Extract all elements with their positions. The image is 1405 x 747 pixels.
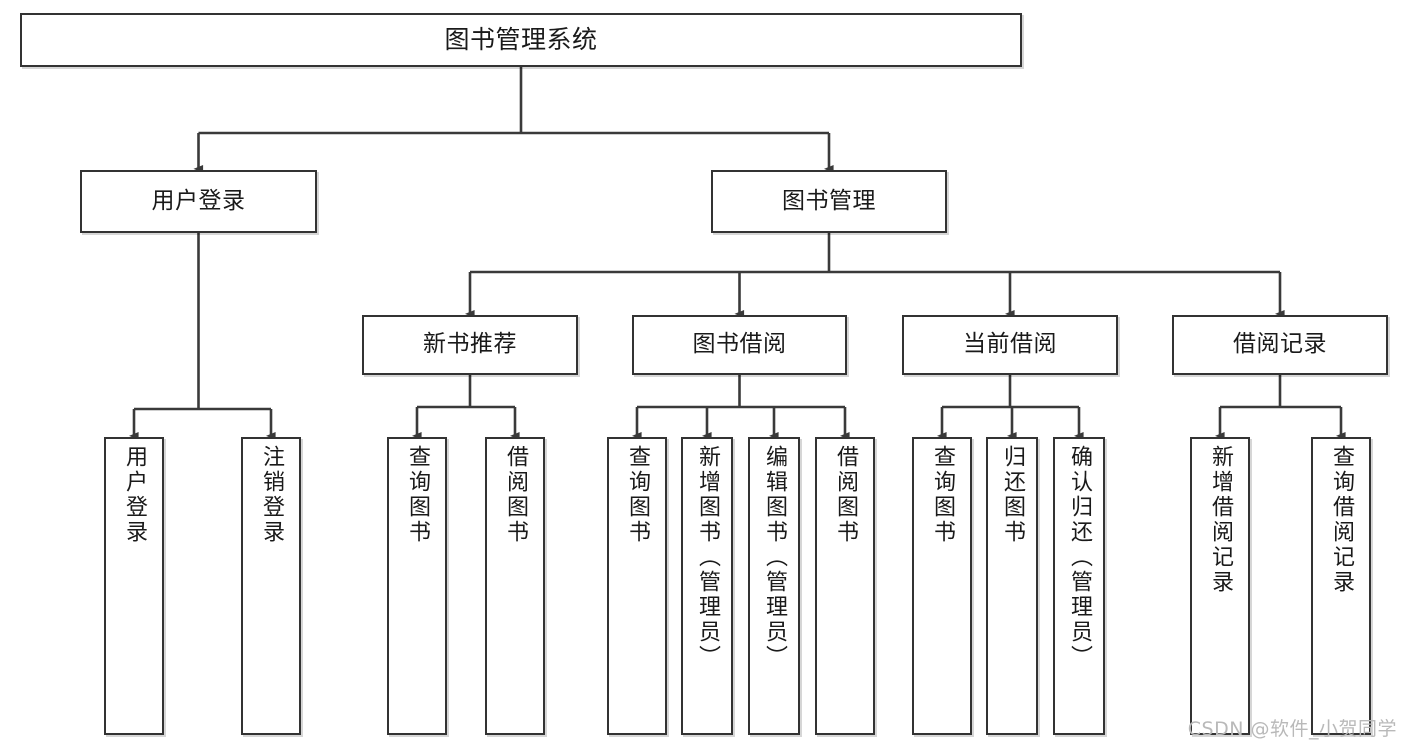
node-label-user-login: 用户登录 [151,187,246,214]
node-borrow-record[interactable]: 借阅记录 [1172,315,1388,375]
node-root[interactable]: 图书管理系统 [20,13,1022,67]
node-label-leaf-user-login: 用户登录 [122,445,147,545]
node-label-leaf-rec-borrow: 借阅图书 [503,445,528,545]
node-leaf-user-login[interactable]: 用户登录 [104,437,164,735]
node-label-leaf-bb-borrow: 借阅图书 [833,445,858,545]
node-leaf-bb-borrow[interactable]: 借阅图书 [815,437,875,735]
node-label-leaf-cb-return: 归还图书 [1000,445,1025,545]
node-label-leaf-br-add: 新增借阅记录 [1208,445,1233,595]
node-leaf-user-logout[interactable]: 注销登录 [241,437,301,735]
node-label-leaf-rec-query: 查询图书 [405,445,430,545]
node-book-manage[interactable]: 图书管理 [711,170,947,233]
node-leaf-bb-query[interactable]: 查询图书 [607,437,667,735]
node-label-leaf-cb-query: 查询图书 [930,445,955,545]
node-label-borrow-record: 借阅记录 [1233,331,1327,358]
node-book-borrow[interactable]: 图书借阅 [632,315,847,375]
node-label-current-borrow: 当前借阅 [963,331,1057,358]
node-leaf-bb-add[interactable]: 新增图书（管理员） [681,437,733,735]
node-label-leaf-user-logout: 注销登录 [259,445,284,545]
node-label-leaf-bb-query: 查询图书 [625,445,650,545]
node-leaf-cb-query[interactable]: 查询图书 [912,437,972,735]
watermark-credit: CSDN @软件_小贺同学 [1187,718,1397,740]
node-leaf-br-query[interactable]: 查询借阅记录 [1311,437,1371,735]
node-label-leaf-br-query: 查询借阅记录 [1329,445,1354,595]
node-label-leaf-bb-add: 新增图书（管理员） [695,445,720,670]
node-label-new-book-rec: 新书推荐 [423,331,517,358]
node-leaf-cb-confirm[interactable]: 确认归还（管理员） [1053,437,1105,735]
node-leaf-br-add[interactable]: 新增借阅记录 [1190,437,1250,735]
node-user-login[interactable]: 用户登录 [80,170,317,233]
node-label-root: 图书管理系统 [444,25,598,55]
node-leaf-cb-return[interactable]: 归还图书 [986,437,1038,735]
node-label-leaf-bb-edit: 编辑图书（管理员） [762,445,787,670]
node-label-book-borrow: 图书借阅 [692,331,787,358]
node-label-book-manage: 图书管理 [782,187,876,214]
node-new-book-rec[interactable]: 新书推荐 [362,315,578,375]
node-leaf-rec-borrow[interactable]: 借阅图书 [485,437,545,735]
node-label-leaf-cb-confirm: 确认归还（管理员） [1067,445,1092,670]
node-leaf-bb-edit[interactable]: 编辑图书（管理员） [748,437,800,735]
node-current-borrow[interactable]: 当前借阅 [902,315,1118,375]
node-leaf-rec-query[interactable]: 查询图书 [387,437,447,735]
